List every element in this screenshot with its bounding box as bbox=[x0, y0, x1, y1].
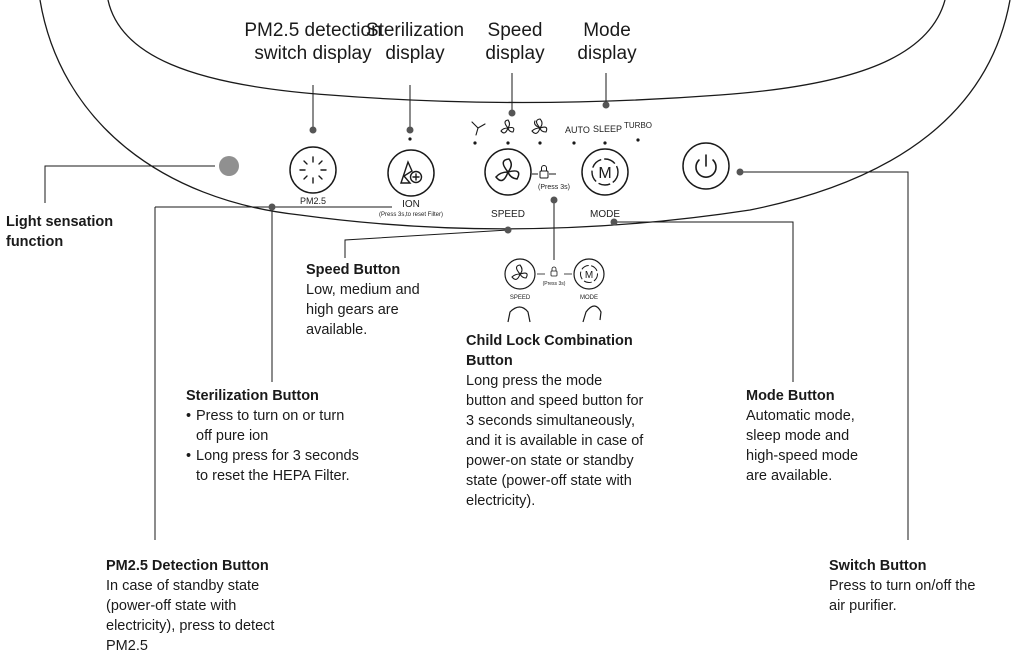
leader-dots bbox=[268, 101, 744, 234]
fan-medium-icon bbox=[500, 119, 515, 134]
pm25-button-callout: PM2.5 Detection Button In case of standb… bbox=[106, 558, 275, 654]
fan-low-icon bbox=[471, 121, 486, 136]
sterilization-bullet: Long press for 3 seconds to reset the HE… bbox=[186, 446, 406, 486]
fan-high-icon bbox=[531, 118, 548, 134]
light-sensation-callout: Light sensation function bbox=[6, 214, 114, 250]
mini-mode-button bbox=[573, 258, 605, 290]
mode-button-label: MODE bbox=[590, 209, 620, 220]
indicator-dots bbox=[408, 137, 640, 145]
mini-mode-label: MODE bbox=[580, 295, 598, 301]
mini-lock-icon bbox=[550, 266, 558, 277]
fan-icon bbox=[495, 158, 520, 182]
finger-icons bbox=[507, 305, 602, 323]
sterilization-button-callout: Sterilization Button Press to turn on or… bbox=[186, 386, 406, 486]
ion-button[interactable] bbox=[387, 149, 435, 197]
device-outer-outline bbox=[39, 0, 1011, 230]
pm25-button[interactable] bbox=[289, 146, 337, 194]
pm25-button-label: PM2.5 bbox=[299, 196, 326, 206]
m-icon: M bbox=[598, 165, 611, 182]
speed-button-callout: Speed Button Low, medium and high gears … bbox=[306, 262, 420, 338]
power-icon bbox=[695, 154, 717, 178]
ion-button-sublabel: (Press 3s,to reset Filter) bbox=[378, 212, 443, 218]
ion-leaf-icon bbox=[400, 160, 423, 184]
panel-inner-outline bbox=[107, 0, 946, 104]
light-sensor bbox=[219, 156, 239, 176]
speed-level-icons bbox=[471, 118, 548, 136]
speed-button-label: SPEED bbox=[491, 209, 525, 220]
mini-speed-label: SPEED bbox=[509, 295, 531, 301]
m-icon-ring bbox=[591, 158, 619, 186]
ion-button-label: ION bbox=[402, 199, 420, 210]
lock-icon bbox=[539, 165, 549, 179]
mode-button[interactable] bbox=[581, 148, 629, 196]
leader-lines bbox=[44, 73, 909, 540]
pm25-sparkle-icon bbox=[299, 156, 327, 184]
child-lock-callout: Child Lock Combination Button Long press… bbox=[466, 333, 644, 509]
mode-button-callout: Mode Button Automatic mode, sleep mode a… bbox=[746, 388, 859, 484]
mode-word-turbo: TURBO bbox=[624, 121, 652, 130]
lock-hint: (Press 3s) bbox=[538, 184, 570, 191]
sterilization-bullet: Press to turn on or turn off pure ion bbox=[186, 406, 406, 446]
mode-word-sleep: SLEEP bbox=[593, 124, 623, 134]
mini-m-icon: M bbox=[585, 270, 593, 281]
mini-fan-icon bbox=[511, 264, 528, 280]
mini-lock-hint: (Press 3s) bbox=[542, 281, 566, 287]
switch-button-callout: Switch Button Press to turn on/off the a… bbox=[829, 558, 976, 614]
mini-m-icon-ring bbox=[580, 265, 598, 283]
mode-word-auto: AUTO bbox=[565, 125, 590, 135]
